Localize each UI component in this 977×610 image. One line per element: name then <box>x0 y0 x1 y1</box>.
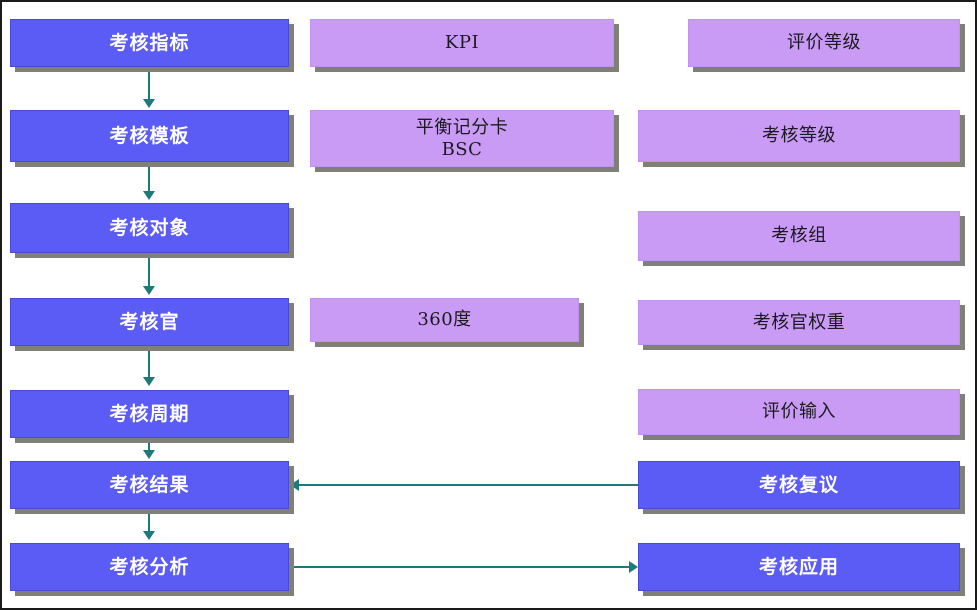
connector-line-analysis-to-application <box>290 566 630 568</box>
connector-line-cycle-to-result <box>148 439 150 451</box>
node-label: 评价等级 <box>787 32 861 54</box>
connector-arrow-officer-to-cycle <box>143 377 155 386</box>
node-kaohe-zhouqi[interactable]: 考核周期 <box>10 390 289 438</box>
connector-line-officer-to-cycle <box>148 347 150 378</box>
connector-arrow-cycle-to-result <box>143 450 155 459</box>
node-label: 考核应用 <box>758 555 839 578</box>
node-label: KPI <box>444 32 480 54</box>
node-pingjia-shuru[interactable]: 评价输入 <box>638 389 960 435</box>
node-kaohe-moban[interactable]: 考核模板 <box>10 110 289 162</box>
node-kaohe-zu[interactable]: 考核组 <box>638 211 960 261</box>
connector-arrow-template-to-object <box>143 191 155 200</box>
connector-arrow-review-to-result <box>290 479 299 491</box>
node-kaohe-guan[interactable]: 考核官 <box>10 298 289 346</box>
connector-arrow-indicator-to-template <box>143 99 155 108</box>
connector-arrow-result-to-analysis <box>143 531 155 540</box>
connector-arrow-object-to-officer <box>143 286 155 295</box>
node-balanced-scorecard[interactable]: 平衡记分卡 BSC <box>310 110 614 167</box>
connector-line-result-to-analysis <box>148 510 150 532</box>
node-label: 考核分析 <box>109 555 190 578</box>
node-label: 考核周期 <box>109 402 190 425</box>
connector-line-object-to-officer <box>148 254 150 287</box>
node-kaohe-duixiang[interactable]: 考核对象 <box>10 203 289 253</box>
node-label: 评价输入 <box>762 401 836 423</box>
node-label: 考核复议 <box>758 473 839 496</box>
connector-line-template-to-object <box>148 163 150 192</box>
node-kaohe-dengji[interactable]: 考核等级 <box>638 110 960 162</box>
node-360-degree[interactable]: 360度 <box>310 298 579 342</box>
node-kaohe-fenxi[interactable]: 考核分析 <box>10 543 289 591</box>
node-label: 360度 <box>417 309 472 331</box>
node-label: 考核等级 <box>762 125 836 147</box>
node-kaohe-yingyong[interactable]: 考核应用 <box>638 543 960 591</box>
node-label: 考核模板 <box>109 124 190 147</box>
node-label: 考核组 <box>771 225 827 247</box>
node-label: 考核指标 <box>109 31 190 54</box>
connector-line-review-to-result <box>298 484 638 486</box>
node-kaohe-jieguo[interactable]: 考核结果 <box>10 461 289 509</box>
node-label: 考核官权重 <box>752 311 846 333</box>
node-kaohe-zhibiao[interactable]: 考核指标 <box>10 19 289 67</box>
node-kaohe-guan-quanzhong[interactable]: 考核官权重 <box>638 300 960 345</box>
node-kpi[interactable]: KPI <box>310 19 614 67</box>
connector-arrow-analysis-to-application <box>629 561 638 573</box>
node-pingjia-dengji[interactable]: 评价等级 <box>688 19 960 67</box>
node-label: 考核结果 <box>109 473 190 496</box>
node-label: 考核官 <box>119 310 180 333</box>
node-label: 平衡记分卡 BSC <box>415 117 509 160</box>
node-kaohe-fuyi[interactable]: 考核复议 <box>638 461 960 509</box>
connector-line-indicator-to-template <box>148 68 150 101</box>
node-label: 考核对象 <box>109 216 190 239</box>
